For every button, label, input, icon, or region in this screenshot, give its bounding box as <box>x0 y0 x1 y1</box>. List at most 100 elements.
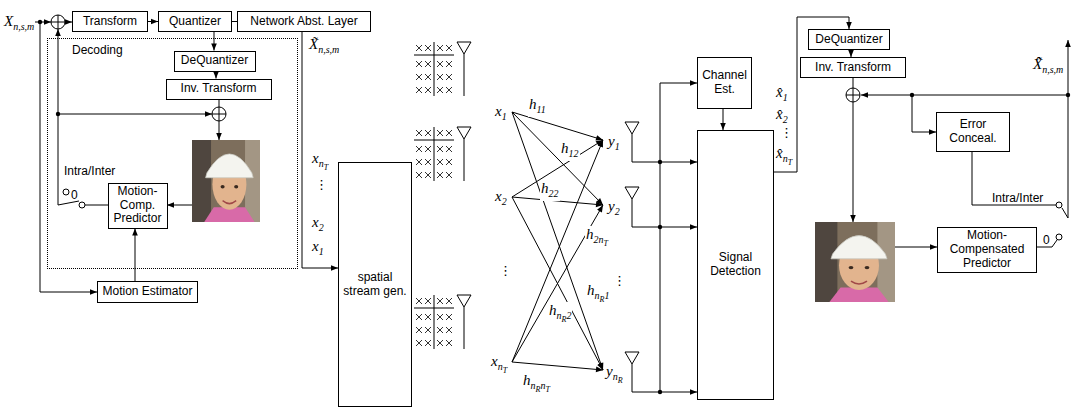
math-symbol: T <box>604 239 608 248</box>
box-label: Motion- Comp. Predictor <box>111 185 165 226</box>
connector <box>214 32 215 51</box>
tx-antenna <box>457 127 471 181</box>
math-symbol: X̃ <box>309 36 318 52</box>
dashed-group-box: DecodingDeQuantizerInv. TransformMotion-… <box>47 38 298 269</box>
process-box: Network Abst. Layer <box>237 11 371 32</box>
channel-path <box>512 205 603 362</box>
process-box: DeQuantizer <box>808 29 890 50</box>
wire <box>912 95 936 132</box>
math-symbol: R <box>562 315 567 324</box>
label-group: h12 <box>560 140 580 161</box>
math-symbol: T <box>324 163 328 172</box>
math-symbol: 2 <box>319 222 324 233</box>
wire <box>853 78 854 88</box>
process-box: Motion- Compensated Predictor <box>937 227 1037 273</box>
label-group: hnR1 <box>586 282 610 303</box>
wire <box>34 22 51 23</box>
math-symbol: 2 <box>615 206 620 217</box>
label-group: x1 <box>494 103 508 124</box>
channel-path <box>512 112 603 370</box>
channel-path <box>512 197 603 370</box>
label-group: h2nT <box>585 226 609 247</box>
ellipsis: ⋮ <box>780 125 793 140</box>
math-symbol: 2 <box>566 310 571 321</box>
box-label: Channel Est. <box>700 69 749 97</box>
channel-path <box>512 140 603 362</box>
label-group: ⋮ <box>498 262 513 283</box>
label-group: xnT <box>311 150 329 171</box>
wire <box>972 152 1056 205</box>
ellipsis: ⋮ <box>613 273 626 288</box>
label-group: ⋮ <box>612 272 627 293</box>
label-group: x̂nT <box>775 145 793 166</box>
process-box: Channel Est. <box>697 57 752 109</box>
label-group: y1 <box>607 133 621 154</box>
box-label: Quantizer <box>169 15 221 29</box>
wire <box>65 22 72 23</box>
channel-path <box>512 112 603 205</box>
math-symbol: h <box>586 226 594 242</box>
math-symbol: y <box>606 363 613 379</box>
wire <box>660 83 697 392</box>
math-symbol: n,s,m <box>318 44 339 55</box>
math-symbol: R <box>618 376 623 385</box>
adder-symbol <box>51 15 65 29</box>
switch-terminal <box>63 189 69 195</box>
switch-label: 0 <box>71 188 78 202</box>
label-group: ynR <box>605 363 624 384</box>
wire <box>1068 40 1069 218</box>
process-box: Motion Estimator <box>97 281 198 303</box>
math-symbol: x̂ <box>776 145 783 161</box>
connector <box>135 229 136 282</box>
label-group: x1 <box>311 238 325 259</box>
box-label: Motion- Compensated Predictor <box>940 229 1034 270</box>
tx-antenna <box>457 42 471 96</box>
label-group: x2 <box>494 188 508 209</box>
illustration <box>34 15 1070 394</box>
math-symbol: n <box>319 158 324 169</box>
box-label: Signal Detection <box>700 251 771 279</box>
math-symbol: 1 <box>604 290 609 301</box>
wire <box>853 102 854 222</box>
math-symbol: 2 <box>502 196 507 207</box>
connector <box>851 50 852 57</box>
process-box: Signal Detection <box>697 130 774 400</box>
math-symbol: T <box>503 366 507 375</box>
math-symbol: T <box>545 385 549 394</box>
junction-dot <box>658 225 662 229</box>
math-symbol: 11 <box>537 104 546 115</box>
math-symbol: x̂ <box>776 106 783 122</box>
box-label: DeQuantizer <box>181 54 248 68</box>
rx-antenna <box>625 122 639 134</box>
math-symbol: R <box>600 295 605 304</box>
label-group: X̃̂n,s,m <box>1032 56 1064 77</box>
math-symbol: 2n <box>594 234 604 245</box>
video-frame-picture <box>815 222 895 302</box>
label-group: hnR2 <box>548 302 572 323</box>
math-symbol: X <box>4 13 13 29</box>
math-symbol: h <box>529 96 537 112</box>
label-group: Xn,s,m <box>3 13 35 34</box>
switch-terminal <box>1056 202 1062 208</box>
math-symbol: n <box>498 361 503 372</box>
symbol-grid <box>414 127 454 181</box>
math-symbol: n <box>531 380 536 391</box>
math-symbol: x <box>312 238 319 254</box>
label-group: X̃n,s,m <box>308 36 340 57</box>
switch-arm <box>1062 208 1068 218</box>
rx-antenna <box>625 187 639 199</box>
wire <box>632 364 697 392</box>
math-symbol: n <box>613 371 618 382</box>
label-group: h22 <box>540 180 560 201</box>
math-symbol: x <box>312 214 319 230</box>
math-symbol: x <box>495 188 502 204</box>
label-group: x̂1 <box>775 84 789 105</box>
math-symbol: n,s,m <box>13 21 34 32</box>
adder-symbol <box>846 88 860 102</box>
math-symbol: 1 <box>615 141 620 152</box>
box-label: Inv. Transform <box>815 61 891 75</box>
label-group: Intra/Inter <box>992 187 1043 206</box>
ellipsis: ⋮ <box>315 177 328 192</box>
switch-label: Intra/Inter <box>992 191 1043 205</box>
